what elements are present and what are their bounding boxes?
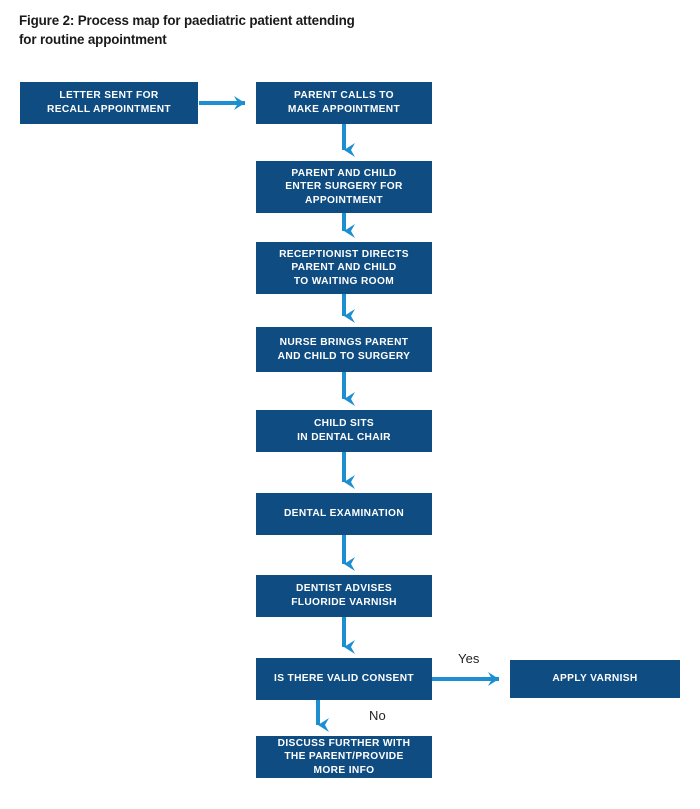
node-dentist-advises-fluoride-varnish[interactable]: DENTIST ADVISES FLUORIDE VARNISH [256,575,432,617]
edge-label-no: No [369,708,386,723]
node-receptionist-directs-to-waiting-room[interactable]: RECEPTIONIST DIRECTS PARENT AND CHILD TO… [256,242,432,294]
node-is-there-valid-consent[interactable]: IS THERE VALID CONSENT [256,658,432,700]
node-letter-sent-for-recall-appointment[interactable]: LETTER SENT FOR RECALL APPOINTMENT [20,82,198,124]
node-parent-and-child-enter-surgery[interactable]: PARENT AND CHILD ENTER SURGERY FOR APPOI… [256,161,432,213]
node-nurse-brings-parent-and-child-to-surgery[interactable]: NURSE BRINGS PARENT AND CHILD TO SURGERY [256,327,432,372]
node-child-sits-in-dental-chair[interactable]: CHILD SITS IN DENTAL CHAIR [256,410,432,452]
node-discuss-further-with-parent[interactable]: DISCUSS FURTHER WITH THE PARENT/PROVIDE … [256,736,432,778]
node-dental-examination[interactable]: DENTAL EXAMINATION [256,493,432,535]
node-parent-calls-to-make-appointment[interactable]: PARENT CALLS TO MAKE APPOINTMENT [256,82,432,124]
node-apply-varnish[interactable]: APPLY VARNISH [510,660,680,698]
page-title: Figure 2: Process map for paediatric pat… [19,13,355,47]
edge-label-yes: Yes [458,651,480,666]
